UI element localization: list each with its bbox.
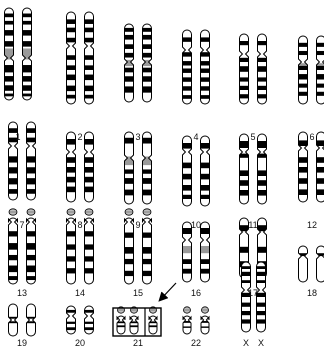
label-8: 8: [77, 220, 82, 230]
chromosome-9-a: [125, 132, 134, 204]
label-7: 7: [19, 220, 24, 230]
chromosome-22-a: [183, 307, 191, 334]
chromosome-1-a: [5, 8, 14, 100]
chromosome-3-a: [125, 24, 134, 102]
chromosome-10-a: [183, 136, 192, 206]
chromosome-3-b: [143, 24, 152, 102]
label-18: 18: [307, 288, 317, 298]
chromosome-20-a: [67, 306, 76, 334]
label-19: 19: [17, 338, 27, 348]
arrow-indicator: [160, 283, 176, 300]
chromosome-12-a: [299, 132, 308, 202]
label-22: 22: [191, 338, 201, 348]
label-17: 17: [248, 288, 258, 298]
chromosome-11-b: [258, 134, 267, 204]
chromosome-4-b: [201, 30, 210, 104]
label-2: 2: [77, 132, 82, 142]
label-11: 11: [248, 220, 257, 230]
label-1: 1: [15, 132, 20, 142]
chromosome-7-b: [27, 122, 36, 200]
label-9: 9: [135, 220, 140, 230]
chromosome-labels: 1 2 3 4 5 6 7 8 9 10 11 12 13 14 15 16 1…: [15, 132, 317, 348]
chromosome-6-a: [299, 36, 308, 104]
chromosome-10-b: [201, 136, 210, 206]
label-4: 4: [193, 132, 198, 142]
chromosome-1-b: [23, 8, 32, 100]
label-12: 12: [307, 220, 317, 230]
chromosome-19-a: [9, 304, 18, 336]
label-15: 15: [133, 288, 143, 298]
chromosome-11-a: [240, 134, 249, 204]
chromosome-2-a: [67, 12, 76, 104]
label-21: 21: [133, 338, 143, 348]
chromosome-19-b: [27, 304, 36, 336]
chromosome-2-b: [85, 12, 94, 104]
chromosome-15-b: [143, 209, 152, 284]
label-x-2: X: [258, 338, 264, 348]
label-x-1: X: [243, 338, 249, 348]
label-5: 5: [250, 132, 255, 142]
label-14: 14: [75, 288, 85, 298]
chromosome-5-a: [240, 34, 249, 104]
chromosome-22-b: [201, 307, 209, 334]
chromosome-16-b: [201, 222, 210, 282]
chromosome-20-b: [85, 306, 94, 334]
label-3: 3: [135, 132, 140, 142]
chromosome-21-extra: [149, 307, 157, 334]
chromosome-15-a: [125, 209, 134, 284]
label-20: 20: [75, 338, 85, 348]
label-10: 10: [191, 220, 201, 230]
label-13: 13: [17, 288, 27, 298]
chromosome-9-b: [143, 132, 152, 204]
chromosome-8-a: [67, 132, 76, 202]
label-6: 6: [309, 132, 314, 142]
chromosome-21-a: [117, 307, 125, 334]
chromosome-13-b: [27, 209, 36, 284]
chromosome-16-a: [183, 222, 192, 282]
chromosome-18-b: [317, 246, 324, 282]
chromosome-14-a: [67, 209, 76, 284]
chromosome-13-a: [9, 209, 18, 284]
chromosome-21-b: [130, 307, 138, 334]
chromosome-set: [5, 8, 324, 336]
chromosome-14-b: [85, 209, 94, 284]
chromosome-4-a: [183, 30, 192, 104]
chromosome-12-b: [317, 132, 324, 202]
chromosome-8-b: [85, 132, 94, 202]
chromosome-6-b: [317, 36, 324, 104]
label-16: 16: [191, 288, 201, 298]
chromosome-18-a: [299, 246, 308, 282]
chromosome-5-b: [258, 34, 267, 104]
